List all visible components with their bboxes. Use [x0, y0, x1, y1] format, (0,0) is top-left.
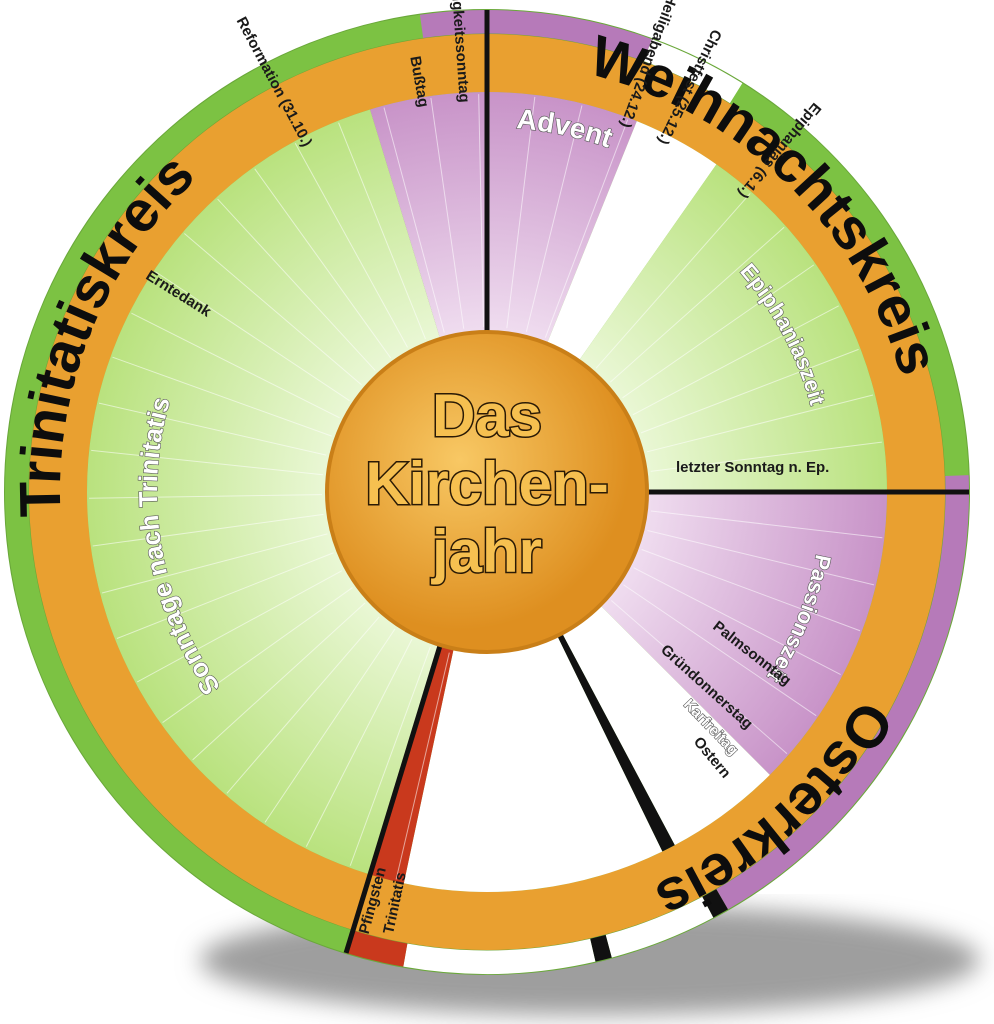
- week-ray: [546, 645, 633, 863]
- inner-sector-5: [557, 633, 675, 852]
- week-ray: [544, 119, 629, 338]
- rim-sector-0: [487, 10, 652, 62]
- inner-sector-0: [487, 92, 637, 344]
- week-ray: [442, 655, 470, 888]
- week-ray: [641, 549, 861, 632]
- week-ray: [647, 530, 875, 586]
- week-ray: [92, 513, 324, 547]
- week-ray: [305, 638, 413, 847]
- week-ray: [226, 616, 380, 794]
- inner-sector-4: [562, 605, 770, 846]
- week-ray: [650, 510, 883, 539]
- week-ray: [609, 226, 785, 383]
- week-ray: [338, 122, 426, 340]
- rim-sector-2: [729, 83, 969, 477]
- label-letzter-sonntag: letzter Sonntag n. Ep.: [676, 459, 829, 476]
- week-ray: [640, 348, 859, 434]
- inner-sector-9: [370, 92, 487, 339]
- week-ray: [98, 402, 327, 456]
- week-ray: [580, 163, 713, 357]
- week-ray: [650, 441, 882, 472]
- rim-color-sectors: [4, 10, 969, 974]
- week-ray: [597, 614, 754, 789]
- week-ray: [217, 198, 376, 371]
- week-ray: [101, 533, 328, 594]
- week-ray: [595, 193, 751, 369]
- rim-sector-5: [605, 896, 714, 958]
- week-ray: [264, 628, 396, 823]
- week-ray: [611, 600, 788, 755]
- rim-sector-3: [716, 475, 969, 910]
- week-ray: [89, 494, 323, 499]
- week-ray: [525, 105, 583, 332]
- week-ray: [527, 651, 587, 878]
- title-line-1: Das: [432, 382, 542, 449]
- title-line-2: Kirchen-: [365, 450, 608, 517]
- inner-sector-2: [578, 164, 887, 493]
- week-ray: [136, 570, 343, 683]
- inner-sector-8: [86, 109, 441, 875]
- week-ray: [581, 626, 717, 818]
- week-rays: [89, 94, 885, 890]
- week-ray: [383, 107, 445, 333]
- rim-sector-4: [702, 888, 728, 918]
- week-ray: [488, 656, 492, 890]
- week-ray: [430, 97, 465, 329]
- inner-sector-6: [403, 635, 663, 892]
- rim-sector-6: [590, 934, 612, 962]
- rim-sector-7: [403, 938, 596, 974]
- week-ray: [131, 312, 340, 419]
- rim-sector-10: [419, 10, 487, 39]
- week-ray: [632, 305, 839, 416]
- week-ray: [646, 394, 874, 453]
- title-line-3: jahr: [431, 518, 542, 585]
- circle-dividers: [343, 10, 969, 954]
- week-ray: [254, 168, 392, 359]
- week-ray: [622, 264, 815, 399]
- week-ray: [192, 602, 366, 761]
- week-ray: [91, 449, 323, 476]
- week-ray: [112, 356, 332, 437]
- week-ray: [563, 139, 672, 347]
- rim-sector-1: [643, 39, 743, 104]
- week-ray: [155, 271, 350, 402]
- week-ray: [162, 587, 353, 723]
- inner-sector-3: [600, 492, 887, 775]
- divider-line-2: [343, 644, 443, 954]
- week-ray: [478, 94, 485, 328]
- inner-sector-7: [370, 645, 454, 884]
- week-ray: [395, 652, 450, 880]
- week-ray: [564, 637, 676, 843]
- center-hub: [325, 330, 649, 654]
- week-ray: [506, 96, 536, 329]
- week-ray: [508, 655, 540, 887]
- week-ray: [623, 584, 817, 717]
- week-ray: [633, 567, 841, 675]
- rim-sector-8: [346, 929, 408, 967]
- week-ray: [294, 142, 408, 348]
- inner-season-sectors: [86, 92, 887, 892]
- week-ray: [116, 552, 334, 639]
- week-ray: [349, 646, 431, 866]
- week-ray: [184, 233, 362, 386]
- inner-sector-1: [546, 121, 717, 361]
